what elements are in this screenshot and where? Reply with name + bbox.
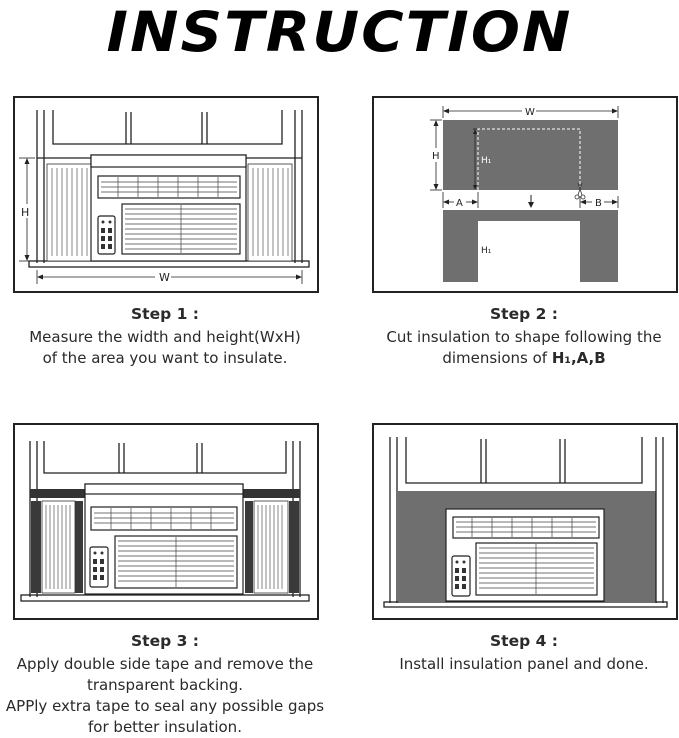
h1-lower-label: H₁ — [481, 246, 492, 256]
step-text-line: APPly extra tape to seal any possible ga… — [5, 697, 325, 715]
a-label: A — [456, 198, 463, 209]
tape-application-diagram — [20, 441, 310, 602]
step-text-line: Measure the width and height(WxH) — [29, 328, 301, 346]
step-1-caption: Step 1 : Measure the width and height(Wx… — [0, 304, 330, 369]
step-title: Step 1 : — [131, 305, 199, 323]
step-3-caption: Step 3 : Apply double side tape and remo… — [0, 631, 330, 738]
step-1-illustration: H W — [13, 96, 319, 293]
step-2-illustration: W H H₁ A B H₁ — [372, 96, 678, 293]
height-label: H — [432, 151, 440, 162]
dimension-names: H₁,A,B — [551, 349, 606, 367]
installed-panel-diagram — [383, 437, 668, 608]
step-2-caption: Step 2 : Cut insulation to shape followi… — [359, 304, 679, 369]
step-title: Step 2 : — [490, 305, 558, 323]
step-text-line: transparent backing. — [86, 676, 244, 694]
step-text-prefix: dimensions of — [442, 349, 552, 367]
step-text-line: Install insulation panel and done. — [399, 655, 649, 673]
step-title: Step 3 : — [131, 632, 199, 650]
h1-label: H₁ — [481, 156, 492, 166]
step-text-line: for better insulation. — [88, 718, 242, 736]
page-title: INSTRUCTION — [106, 0, 573, 64]
b-label: B — [595, 198, 602, 209]
step-4-caption: Step 4 : Install insulation panel and do… — [359, 631, 679, 675]
width-label: W — [525, 107, 535, 118]
step-title: Step 4 : — [490, 632, 558, 650]
height-label: H — [21, 206, 29, 219]
step-4-illustration — [372, 423, 678, 620]
width-label: W — [159, 271, 170, 284]
scissors-icon — [574, 182, 586, 200]
step-text-line: dimensions of H₁,A,B — [359, 348, 679, 369]
step-text-line: Cut insulation to shape following the — [386, 328, 662, 346]
step-text-line: of the area you want to insulate. — [42, 349, 288, 367]
insulation-cut-diagram: W H H₁ A B H₁ — [430, 106, 619, 282]
window-ac-measure-diagram: H W — [19, 110, 310, 284]
step-3-illustration — [13, 423, 319, 620]
step-text-line: Apply double side tape and remove the — [16, 655, 314, 673]
